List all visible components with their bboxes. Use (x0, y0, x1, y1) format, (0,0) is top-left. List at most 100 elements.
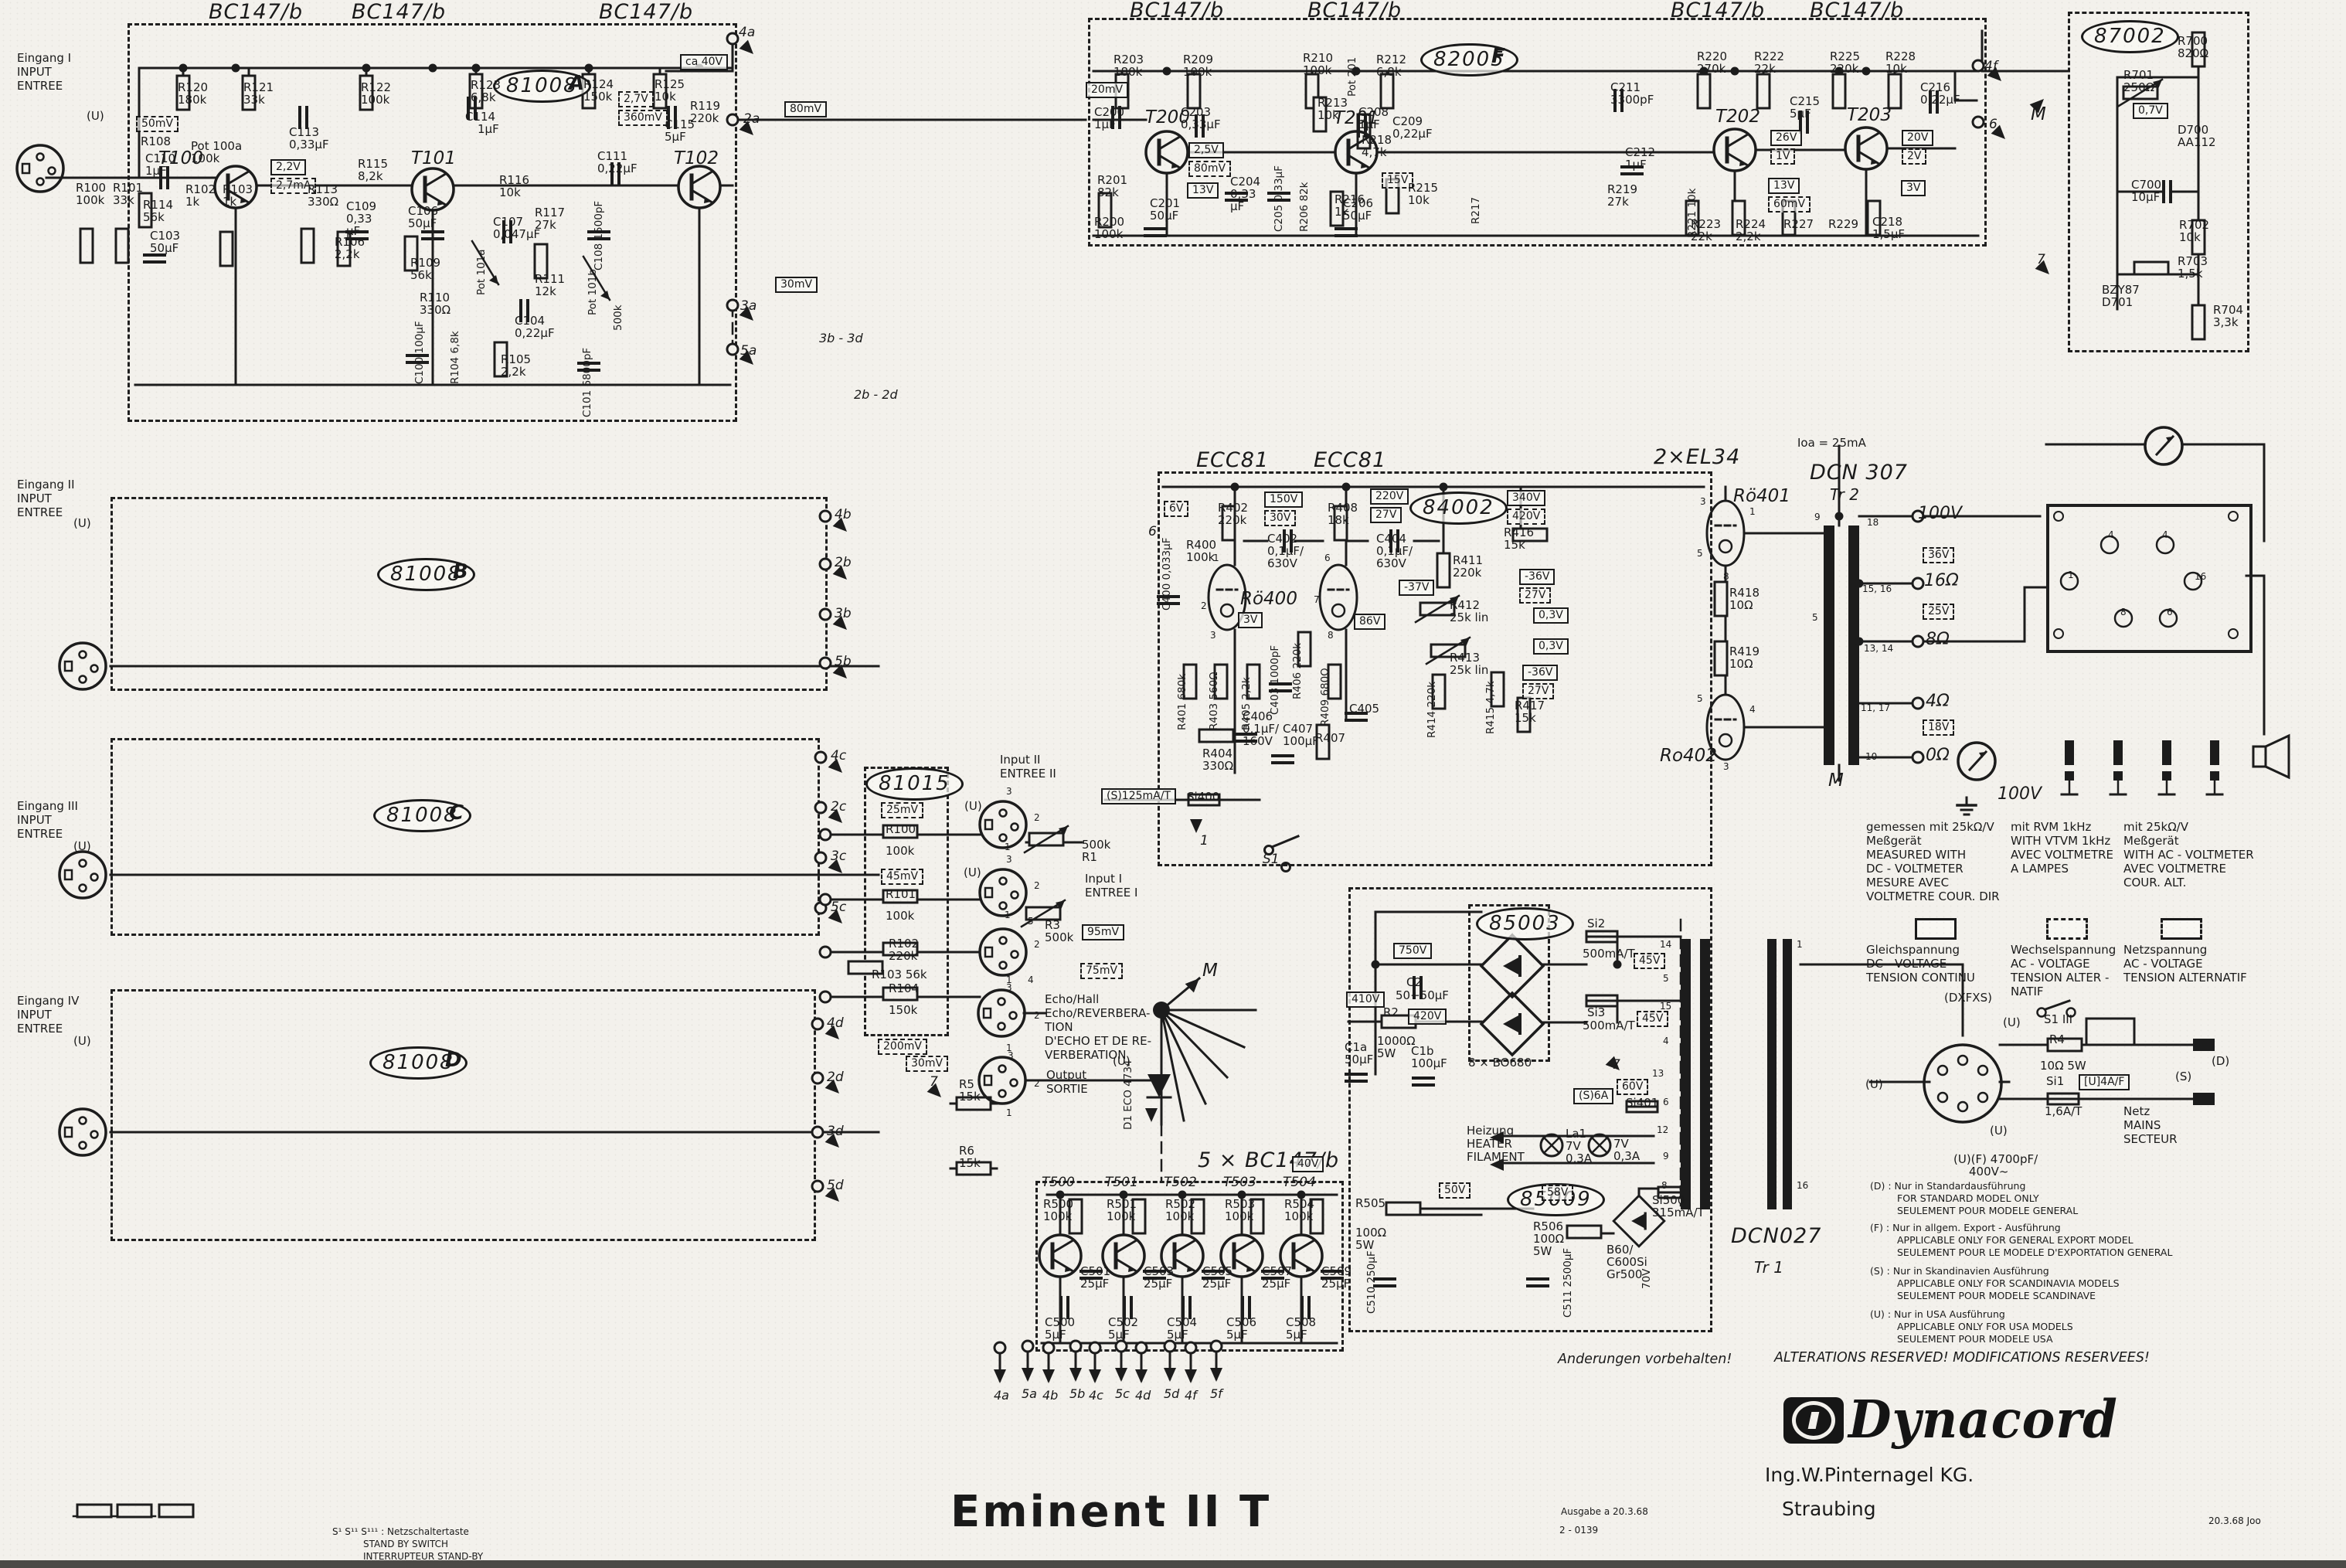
component-label: R102 (185, 182, 216, 196)
component-label: C405 (1349, 702, 1380, 716)
pin-number: 5 (1812, 612, 1818, 623)
alterations-note: ALTERATIONS RESERVED! MODIFICATIONS RESE… (1774, 1350, 2150, 1366)
component-label: 100μF (1411, 1056, 1447, 1070)
component-label: HEATER (1467, 1137, 1512, 1151)
voltage-callout: 13V (1187, 182, 1219, 199)
component-label: 820Ω (2178, 46, 2209, 60)
component-label: 180k (1114, 65, 1143, 79)
pin-number: 8 (1328, 630, 1334, 641)
alterations-note: Anderungen vorbehalten! (1558, 1352, 1732, 1367)
component-label: VOLTMETRE COUR. DIR (1866, 889, 2000, 903)
voltage-callout: 20mV (1086, 82, 1129, 98)
component-label: R418 (1729, 586, 1760, 600)
component-label: 330Ω (1202, 759, 1234, 773)
fineprint-text: Ausgabe a 20.3.68 (1561, 1506, 1648, 1517)
part-designator: T503 (1223, 1175, 1256, 1190)
voltage-callout-dashed: 45V (1634, 953, 1666, 969)
component-label: 220k (1218, 513, 1247, 527)
component-label: 100k (1225, 1209, 1254, 1223)
component-label: R501 (1107, 1197, 1137, 1211)
voltage-callout: 220V (1370, 488, 1409, 505)
component-label: R411 (1453, 553, 1484, 567)
voltage-callout-dashed: 80mV (1188, 161, 1232, 177)
module-id-suffix: D (445, 1049, 462, 1072)
component-label: R3 (1045, 918, 1060, 932)
component-label: 22k (1754, 62, 1776, 76)
component-label: 3,3k (2213, 315, 2239, 329)
part-designator: 4a (739, 25, 756, 40)
component-label: 150k (889, 1003, 918, 1017)
manufacturer-text: Ing.W.Pinternagel KG. (1765, 1464, 1974, 1486)
component-label: C212 (1625, 145, 1656, 159)
component-label: R700 (2178, 34, 2208, 48)
part-designator: T201 (1334, 108, 1379, 128)
part-designator: S1 (1263, 852, 1280, 867)
component-label: Ioa = 25mA (1797, 436, 1866, 450)
section-heading: Tr 2 (1830, 485, 1859, 504)
connector-label: 5d (1164, 1386, 1180, 1401)
block-81008b (110, 497, 828, 691)
pin-number: 1 (1797, 939, 1803, 950)
component-label: C407 (1283, 722, 1314, 736)
module-id-suffix: C (449, 801, 464, 825)
part-designator: 5a (740, 343, 757, 359)
component-label: μF (1230, 199, 1245, 213)
module-id-suffix: A (569, 72, 585, 95)
component-label: INPUT (17, 491, 52, 505)
component-label: Meßgerät (1866, 834, 1922, 848)
component-label: (U) (73, 1034, 91, 1048)
component-label: 100k (361, 93, 390, 107)
component-label: R104 6,8k (449, 331, 461, 384)
component-label: C508 (1286, 1315, 1317, 1329)
component-label: 5μF (1286, 1328, 1307, 1342)
part-designator: M (1828, 770, 1844, 791)
component-label: R210 (1303, 51, 1334, 65)
component-label: R125 (654, 77, 685, 91)
voltage-callout-dashed: 58V (1542, 1185, 1574, 1201)
component-label: 15k (1515, 711, 1536, 725)
pin-number: 13, 14 (1864, 643, 1894, 654)
voltage-callout: (S)6A (1573, 1088, 1614, 1104)
component-label: C1b (1411, 1044, 1434, 1058)
component-label: R704 (2213, 303, 2244, 317)
voltage-callout: -36V (1522, 665, 1559, 681)
component-label: R108 (141, 134, 172, 148)
connector-label: 4f (1185, 1388, 1197, 1403)
component-label: R417 (1515, 699, 1545, 713)
part-designator: 6 (1148, 524, 1157, 539)
component-label: 15k (959, 1090, 981, 1104)
component-label: 270k (1697, 62, 1726, 76)
pin-number: 4 (2108, 529, 2114, 540)
component-label: C206 (1343, 196, 1374, 210)
component-label: 0,047μF (493, 227, 541, 241)
module-id: 81008 (373, 799, 471, 833)
component-label: C502 (1108, 1315, 1139, 1329)
component-label: C104 (515, 314, 546, 328)
component-label: 10k (2179, 230, 2201, 244)
component-label: 0,22μF (515, 326, 555, 340)
component-label: Gleichspannung (1866, 943, 1960, 957)
component-label: C205 0,33μF (1273, 165, 1285, 232)
component-label: NATIF (2011, 985, 2044, 998)
component-label: DC - VOLTMETER (1866, 862, 1964, 876)
voltage-callout: 750V (1393, 943, 1433, 959)
part-designator: 2b (835, 555, 852, 570)
component-label: 220k (690, 111, 719, 125)
voltage-callout-dashed: 27V (1522, 683, 1555, 699)
pin-number: 16 (1797, 1180, 1809, 1191)
power-symbols (1187, 793, 2215, 1248)
component-label: 1,6A/T (2045, 1104, 2082, 1118)
fineprint-text: 20.3.68 Joo (2208, 1515, 2261, 1526)
output-tap-label: 100V (1998, 784, 2042, 804)
component-label: R100 (76, 181, 107, 195)
component-label: B60/ (1606, 1243, 1634, 1257)
component-label: C106 (408, 204, 439, 218)
component-label: C211 (1610, 80, 1641, 94)
component-label: R213 (1318, 96, 1348, 110)
part-designator: 5d (827, 1178, 844, 1193)
note-text: (S) : Nur in Skandinavien Ausführung (1870, 1265, 2049, 1277)
part-designator: T102 (674, 148, 719, 168)
pin-number: 8 (2120, 607, 2127, 617)
part-designator: T202 (1715, 107, 1760, 127)
component-label: C109 (346, 199, 377, 213)
